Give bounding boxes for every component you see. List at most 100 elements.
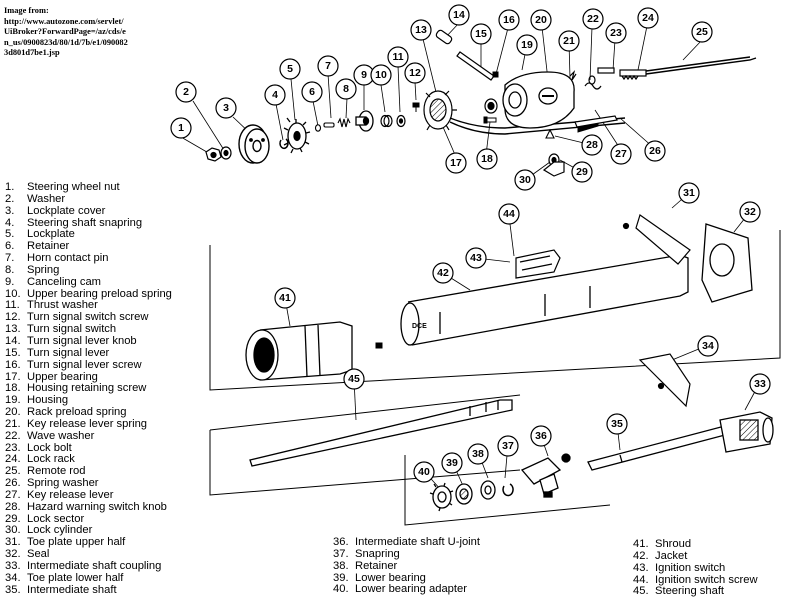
legend-label: Hazard warning switch knob	[27, 500, 167, 513]
legend-item: 25.Remote rod	[5, 465, 172, 478]
legend-item: 36.Intermediate shaft U-joint	[333, 536, 480, 549]
legend-number: 18.	[5, 382, 21, 395]
callout-1: 1	[170, 117, 192, 139]
callout-37: 37	[497, 435, 519, 457]
legend-label: Intermediate shaft U-joint	[355, 536, 480, 548]
turn-signal-lever	[456, 51, 495, 81]
toe-plate-lower-half	[638, 353, 691, 408]
source-line: n_us/0900823d/80/1d/7b/e1/090082	[4, 37, 128, 47]
shroud	[245, 321, 353, 381]
legend-label: Turn signal lever screw	[27, 358, 142, 371]
callout-5: 5	[279, 58, 301, 80]
callout-28: 28	[581, 134, 603, 156]
callout-45: 45	[343, 368, 365, 390]
legend-label: Shroud	[655, 538, 692, 550]
legend-number: 29.	[5, 512, 21, 525]
svg-text:36: 36	[535, 430, 547, 442]
callout-34: 34	[697, 335, 719, 357]
callout-32: 32	[739, 201, 761, 223]
callout-21: 21	[558, 30, 580, 52]
legend-label: Turn signal lever	[27, 346, 110, 359]
callout-30: 30	[514, 169, 536, 191]
legend-item: 10.Upper bearing preload spring	[5, 287, 172, 301]
callout-20: 20	[530, 9, 552, 31]
legend-number: 44.	[633, 573, 649, 586]
legend-label: Retainer	[355, 559, 398, 572]
legend-label: Spring	[27, 263, 60, 276]
legend-item: 44.Ignition switch screw	[633, 573, 758, 587]
legend-item: 3.Lockplate cover	[5, 204, 172, 218]
legend-label: Lower bearing adapter	[355, 583, 467, 596]
callout-43: 43	[465, 247, 487, 269]
legend-label: Ignition switch	[655, 561, 726, 574]
remote-rod	[645, 56, 757, 75]
legend-item: 5.Lockplate	[5, 228, 172, 241]
legend-number: 12.	[5, 311, 21, 324]
callout-2: 2	[175, 81, 197, 103]
legend-label: Snapring	[355, 547, 400, 560]
callout-11: 11	[387, 46, 409, 68]
svg-text:23: 23	[610, 27, 622, 39]
legend-number: 40.	[333, 583, 349, 596]
legend-label: Intermediate shaft coupling	[27, 560, 162, 572]
legend-label: Rack preload spring	[27, 406, 127, 419]
callout-39: 39	[441, 452, 463, 474]
svg-text:16: 16	[503, 14, 515, 26]
legend-number: 22.	[5, 429, 21, 442]
housing-retaining-screw	[483, 116, 497, 124]
legend-number: 41.	[633, 538, 649, 550]
legend-item: 6.Retainer	[5, 240, 172, 253]
legend-item: 19.Housing	[5, 394, 172, 407]
lockplate	[283, 117, 311, 154]
parts-legend-column-1: 1.Steering wheel nut 2.Washer 3.Lockplat…	[5, 181, 172, 597]
intermediate-shaft-u-joint	[520, 453, 571, 498]
legend-label: Housing retaining screw	[27, 382, 147, 395]
svg-text:38: 38	[472, 448, 484, 460]
legend-label: Lock rack	[27, 453, 75, 466]
shroud-screw	[375, 342, 383, 349]
svg-text:18: 18	[481, 153, 493, 165]
legend-number: 16.	[5, 358, 21, 371]
seal	[701, 223, 753, 303]
steering-shaft	[249, 399, 513, 467]
legend-number: 7.	[5, 252, 15, 265]
legend-label: Lockplate cover	[27, 204, 106, 217]
legend-item: 14.Turn signal lever knob	[5, 335, 172, 348]
legend-item: 13.Turn signal switch	[5, 323, 172, 336]
lock-bolt	[597, 67, 615, 74]
legend-item: 37. Snapring	[333, 547, 480, 561]
callout-31: 31	[678, 182, 700, 204]
callout-25: 25	[691, 21, 713, 43]
legend-number: 38.	[333, 559, 349, 572]
legend-item: 28.Hazard warning switch knob	[5, 500, 172, 514]
legend-number: 17.	[5, 370, 21, 383]
legend-number: 31.	[5, 536, 21, 549]
source-line: UiBroker?ForwardPage=/az/cds/e	[4, 27, 126, 37]
svg-text:20: 20	[535, 14, 547, 26]
svg-text:14: 14	[453, 9, 465, 21]
toe-plate-upper-half	[622, 214, 691, 265]
lower-bearing	[455, 483, 473, 505]
legend-item: 35.Intermediate shaft	[5, 584, 172, 597]
legend-item: 23.Lock bolt	[5, 442, 172, 455]
legend-number: 1.	[5, 181, 15, 193]
legend-number: 25.	[5, 465, 21, 478]
legend-item: 30.Lock cylinder	[5, 525, 172, 537]
legend-item: 2.Washer	[5, 193, 172, 206]
legend-number: 10.	[5, 287, 21, 300]
horn-contact-pin	[323, 122, 335, 128]
key-release-lever	[574, 115, 618, 128]
legend-number: 30.	[5, 524, 21, 537]
legend-item: 43.Ignition switch	[633, 561, 758, 575]
callout-18: 18	[476, 148, 498, 170]
lower-parts-frame	[404, 455, 611, 526]
legend-number: 34.	[5, 571, 21, 584]
legend-item: 18. Housing retaining screw	[5, 382, 172, 395]
svg-text:30: 30	[519, 174, 531, 186]
legend-number: 37.	[333, 547, 349, 560]
legend-item: 45.Steering shaft	[633, 585, 758, 598]
callout-36: 36	[530, 425, 552, 447]
legend-item: 40. Lower bearing adapter	[333, 583, 480, 596]
callout-17: 17	[445, 152, 467, 174]
